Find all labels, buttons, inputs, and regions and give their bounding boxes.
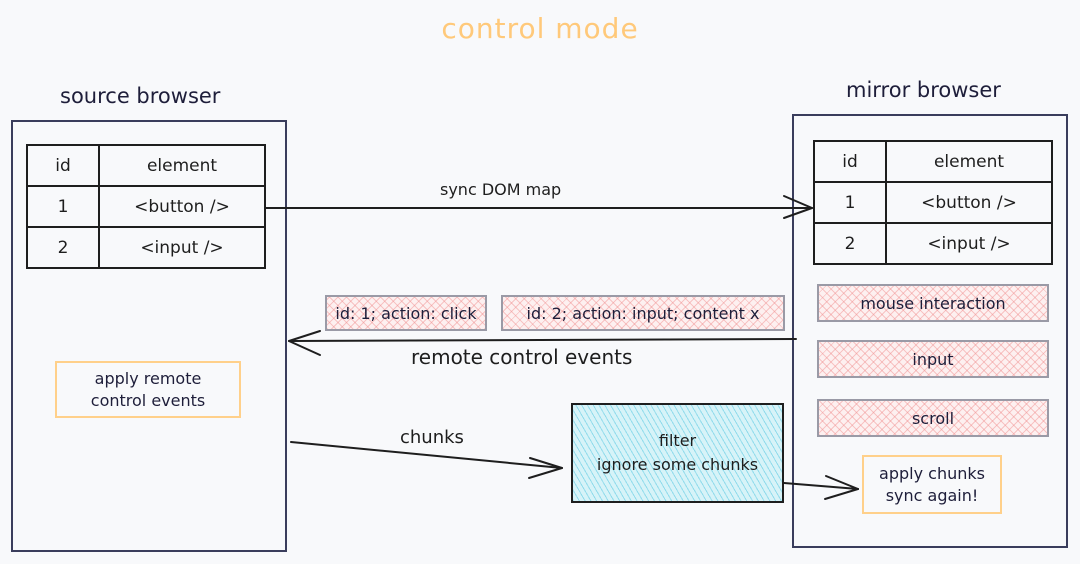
header-id: id bbox=[813, 140, 887, 183]
table-header-row: id element bbox=[813, 140, 1053, 183]
sync-dom-map-arrow bbox=[264, 195, 813, 219]
table-row: 2 <input /> bbox=[26, 226, 266, 269]
source-browser-label: source browser bbox=[60, 84, 221, 108]
source-browser-frame bbox=[11, 120, 287, 552]
source-dom-map-table: id element 1 <button /> 2 <input /> bbox=[26, 144, 266, 269]
mirror-dom-map-table: id element 1 <button /> 2 <input /> bbox=[813, 140, 1053, 265]
diagram-title: control mode bbox=[441, 12, 639, 45]
filter-title: filter bbox=[658, 431, 697, 450]
cell-element: <button /> bbox=[885, 181, 1053, 224]
apply-chunks-line2: sync again! bbox=[885, 485, 979, 505]
remote-control-events-arrow bbox=[288, 330, 797, 356]
table-header-row: id element bbox=[26, 144, 266, 187]
table-row: 2 <input /> bbox=[813, 222, 1053, 265]
filter-box: filter ignore some chunks bbox=[571, 403, 784, 503]
cell-id: 2 bbox=[26, 226, 100, 269]
apply-remote-line2: control events bbox=[90, 390, 206, 410]
apply-chunks-line1: apply chunks bbox=[879, 463, 985, 483]
event-source-input: input bbox=[817, 340, 1049, 378]
apply-remote-events-box: apply remote control events bbox=[55, 361, 241, 418]
cell-id: 1 bbox=[26, 185, 100, 228]
chunks-arrow bbox=[290, 441, 563, 479]
cell-element: <input /> bbox=[98, 226, 266, 269]
event-payload-click: id: 1; action: click bbox=[325, 295, 487, 331]
table-row: 1 <button /> bbox=[813, 181, 1053, 224]
remote-control-events-label: remote control events bbox=[411, 345, 633, 369]
mirror-browser-label: mirror browser bbox=[846, 78, 1001, 102]
cell-id: 2 bbox=[813, 222, 887, 265]
event-payload-input: id: 2; action: input; content x bbox=[501, 295, 785, 331]
cell-element: <button /> bbox=[98, 185, 266, 228]
event-source-mouse-interaction: mouse interaction bbox=[817, 284, 1049, 322]
filter-description: ignore some chunks bbox=[596, 455, 759, 474]
table-row: 1 <button /> bbox=[26, 185, 266, 228]
header-element: element bbox=[885, 140, 1053, 183]
header-element: element bbox=[98, 144, 266, 187]
apply-remote-line1: apply remote bbox=[94, 368, 202, 388]
event-source-scroll: scroll bbox=[817, 399, 1049, 437]
filter-to-apply-arrow bbox=[783, 475, 859, 500]
chunks-label: chunks bbox=[400, 427, 464, 448]
mirror-browser-frame bbox=[792, 114, 1068, 548]
header-id: id bbox=[26, 144, 100, 187]
cell-element: <input /> bbox=[885, 222, 1053, 265]
sync-dom-map-label: sync DOM map bbox=[440, 180, 562, 199]
apply-chunks-box: apply chunks sync again! bbox=[862, 455, 1002, 514]
cell-id: 1 bbox=[813, 181, 887, 224]
